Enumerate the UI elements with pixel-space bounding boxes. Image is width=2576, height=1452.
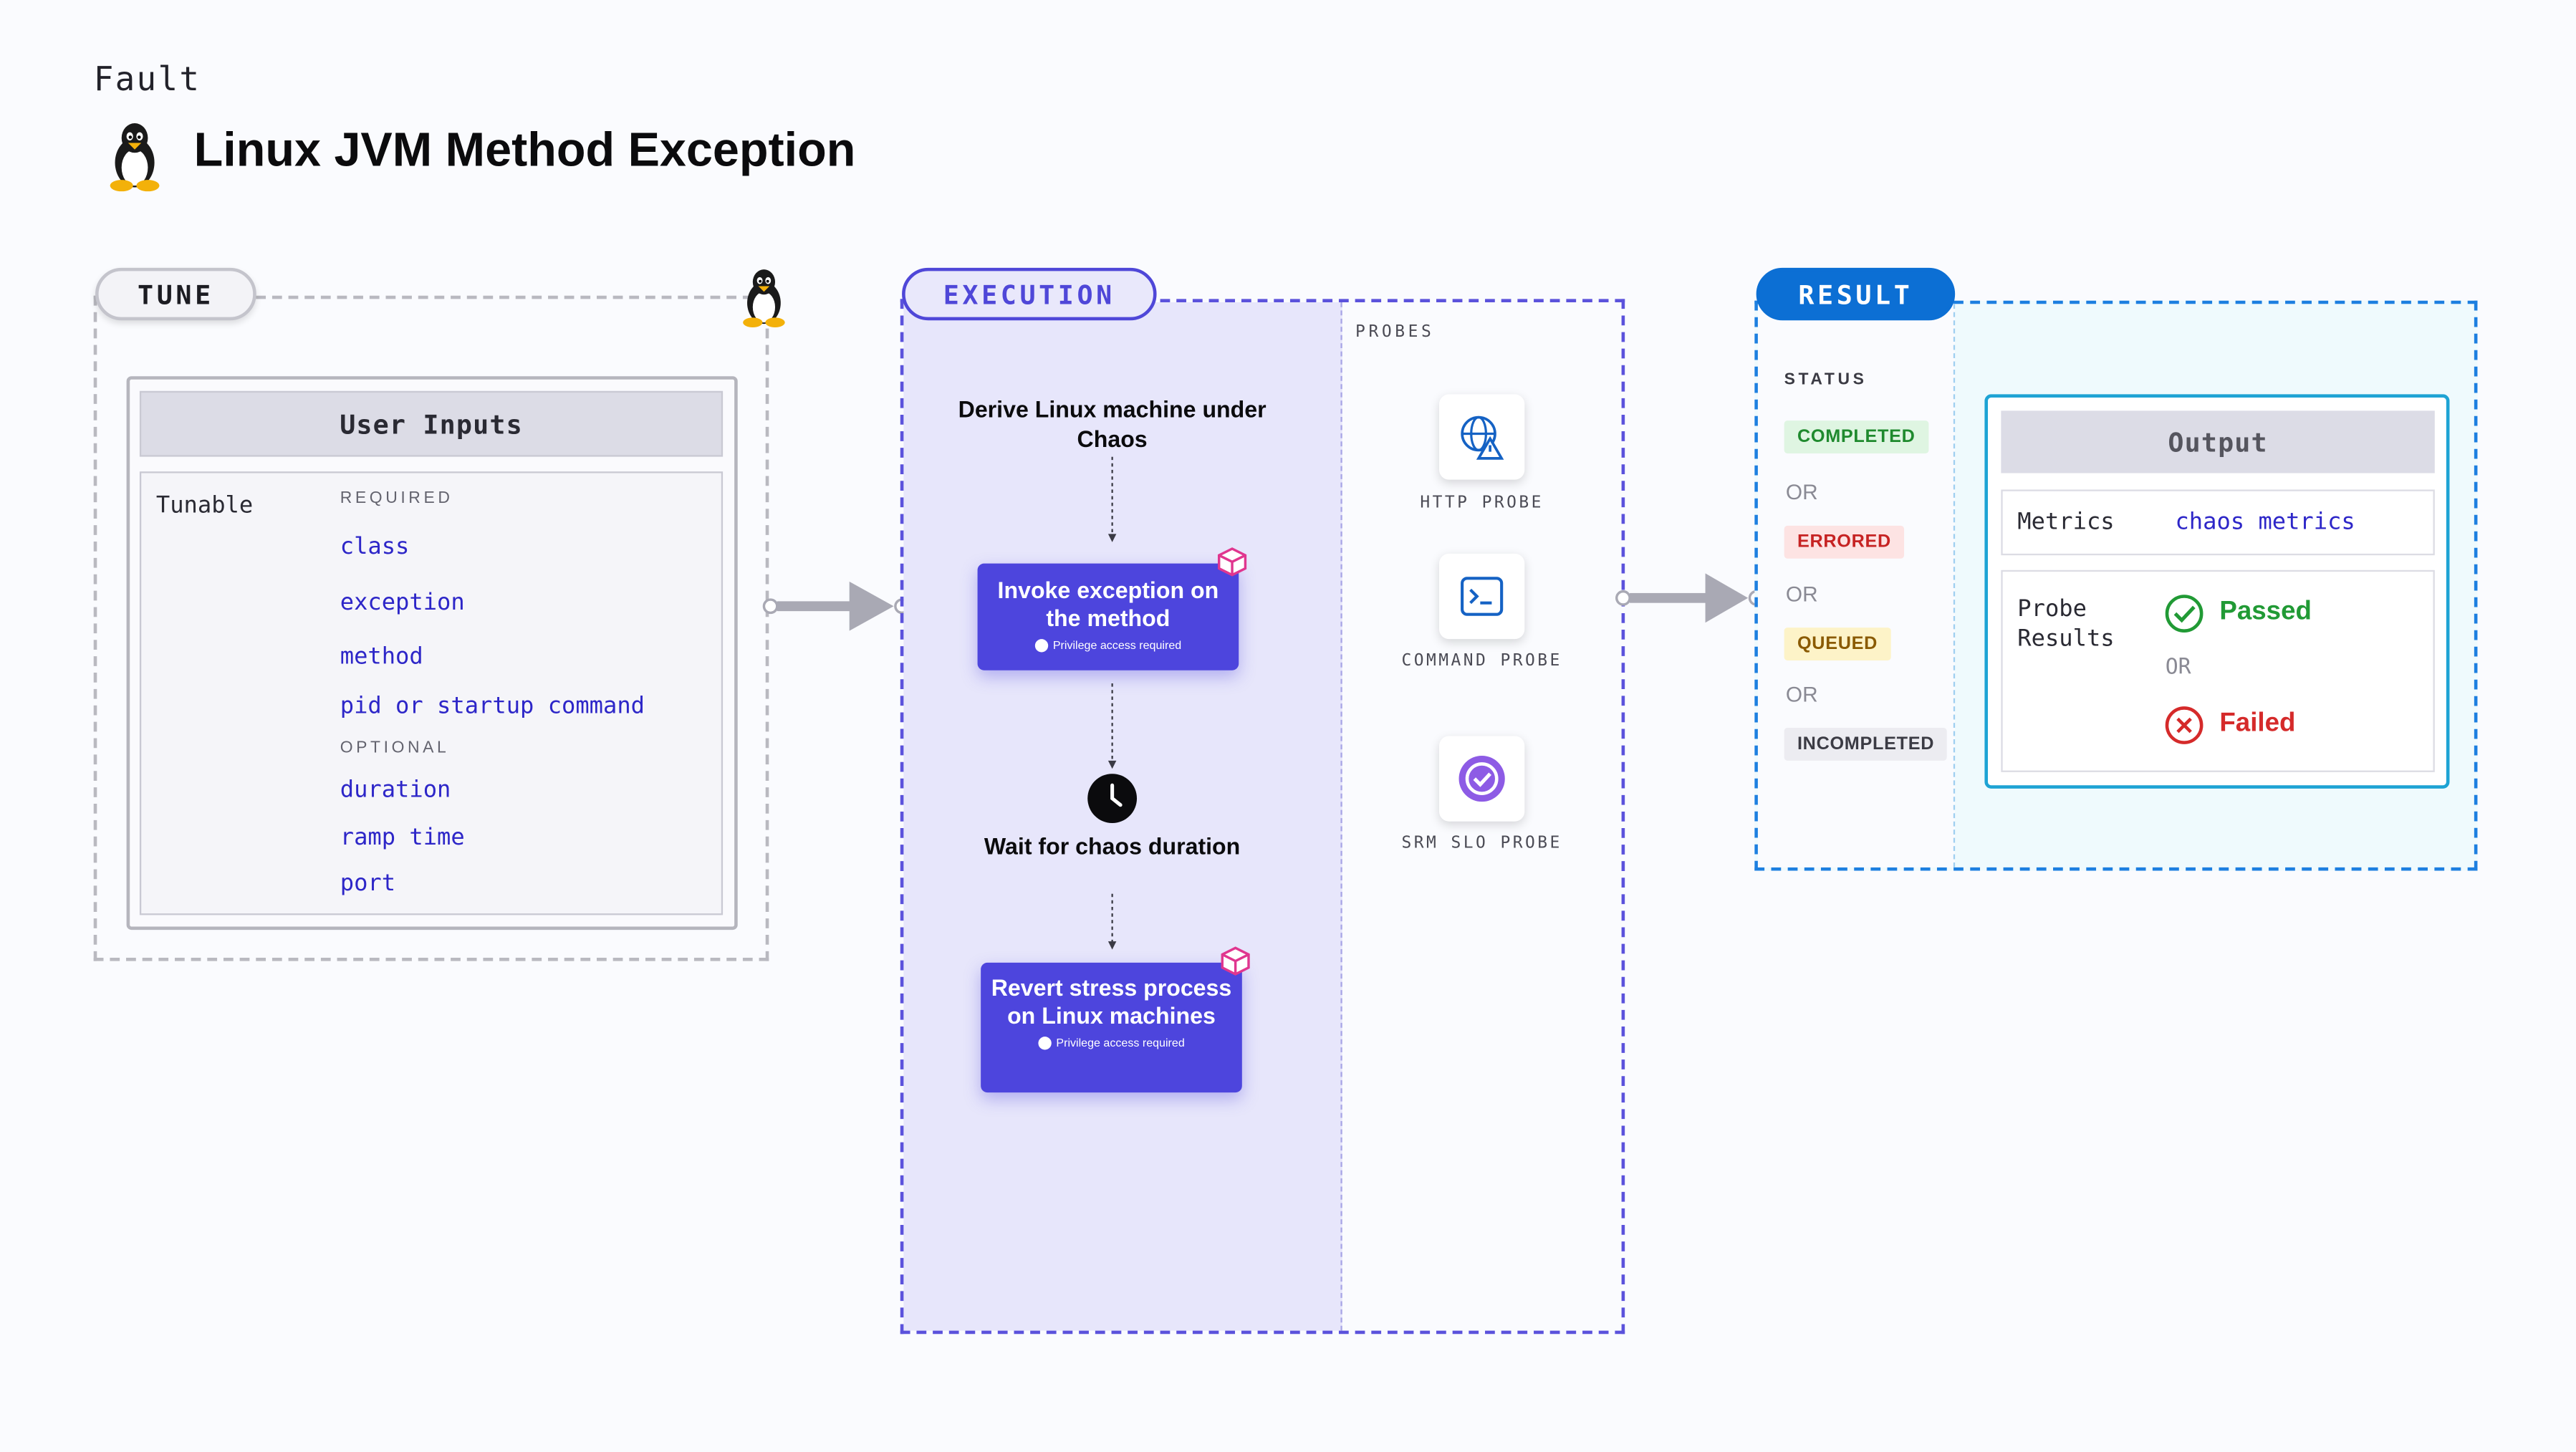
step-invoke-exception: Invoke exception on the method	[997, 576, 1219, 631]
param-class: class	[340, 534, 410, 561]
category-label: Fault	[93, 59, 201, 99]
param-pid-or-startup-command: pid or startup command	[340, 693, 645, 720]
tunable-box	[139, 471, 724, 915]
connector-arrow	[1107, 683, 1117, 769]
chaos-cube-icon	[1217, 547, 1247, 577]
execution-pill: EXECUTION	[902, 267, 1157, 321]
slo-gauge-icon	[1458, 755, 1505, 802]
clock-icon	[1087, 774, 1138, 823]
step-revert-stress: Revert stress process on Linux machines	[991, 973, 1232, 1029]
execution-divider	[1340, 302, 1342, 1331]
srm-slo-probe-tile	[1439, 736, 1525, 822]
or-label: OR	[1785, 479, 1818, 505]
command-probe-tile	[1439, 553, 1525, 640]
metrics-label: Metrics	[2017, 509, 2115, 536]
tunable-label: Tunable	[155, 493, 254, 519]
passed-label: Passed	[2219, 597, 2312, 626]
chaos-cube-icon	[1221, 946, 1250, 976]
probes-label: PROBES	[1355, 323, 1435, 342]
lock-icon	[1038, 1037, 1052, 1050]
http-probe-tile	[1439, 394, 1525, 480]
metrics-value: chaos metrics	[2175, 509, 2355, 536]
step-card-invoke-exception: Invoke exception on the method Privilege…	[977, 563, 1239, 670]
check-circle-icon	[2165, 595, 2203, 633]
command-probe-label: COMMAND PROBE	[1401, 652, 1562, 670]
user-inputs-title: User Inputs	[139, 390, 724, 457]
or-label: OR	[1785, 681, 1818, 707]
x-circle-icon	[2165, 706, 2203, 744]
status-badge-incompleted: INCOMPLETED	[1784, 727, 1948, 761]
param-port: port	[340, 870, 396, 898]
required-label: REQUIRED	[340, 489, 453, 508]
param-duration: duration	[340, 777, 451, 804]
result-pill: RESULT	[1756, 267, 1956, 321]
linux-tux-icon	[743, 269, 785, 328]
step-wait-duration: Wait for chaos duration	[984, 832, 1241, 860]
metrics-row	[2001, 489, 2435, 556]
status-badge-queued: QUEUED	[1784, 628, 1891, 660]
status-badge-completed: COMPLETED	[1784, 420, 1928, 453]
http-probe-label: HTTP PROBE	[1420, 494, 1544, 513]
connector-arrow	[1107, 456, 1117, 542]
status-badge-errored: ERRORED	[1784, 525, 1905, 559]
globe-warning-icon	[1461, 415, 1504, 460]
connector-arrow	[1107, 893, 1117, 950]
srm-slo-probe-label: SRM SLO PROBE	[1401, 835, 1562, 853]
probe-results-label: Probe Results	[2017, 596, 2115, 653]
privilege-note: Privilege access required	[1052, 640, 1182, 652]
flow-arrow	[762, 581, 910, 631]
failed-label: Failed	[2219, 709, 2296, 738]
step-derive-machine: Derive Linux machine under Chaos	[958, 395, 1267, 452]
probe-results-row	[2001, 569, 2435, 772]
execution-panel	[900, 299, 1625, 1335]
privilege-note: Privilege access required	[1056, 1037, 1185, 1049]
flow-arrow	[1615, 573, 1764, 623]
param-ramp-time: ramp time	[340, 824, 465, 851]
or-label: OR	[2165, 655, 2191, 681]
status-label: STATUS	[1784, 371, 1868, 390]
optional-label: OPTIONAL	[340, 739, 450, 758]
or-label: OR	[1785, 581, 1818, 607]
param-method: method	[340, 644, 423, 670]
page-title: Linux JVM Method Exception	[193, 125, 856, 178]
tune-pill: TUNE	[95, 267, 256, 321]
output-title: Output	[2001, 410, 2435, 473]
linux-tux-icon	[110, 123, 160, 192]
lock-icon	[1034, 639, 1048, 653]
param-exception: exception	[340, 590, 465, 617]
terminal-icon	[1461, 577, 1504, 616]
status-column	[1757, 304, 1956, 867]
step-card-revert-stress: Revert stress process on Linux machines …	[981, 962, 1242, 1093]
tune-panel	[93, 295, 769, 961]
